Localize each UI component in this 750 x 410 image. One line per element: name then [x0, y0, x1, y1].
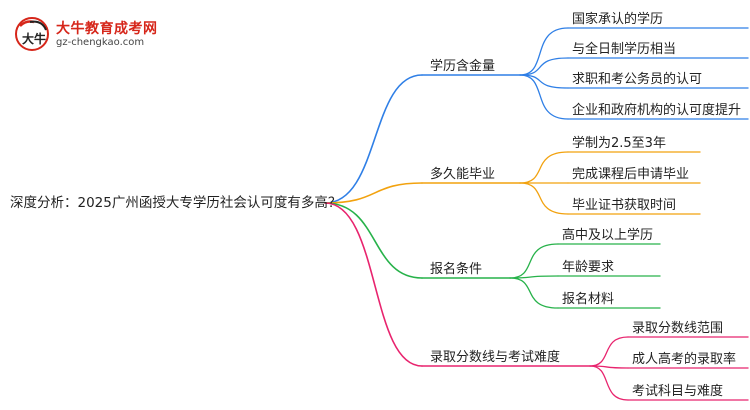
- leaf-0-1: 与全日制学历相当: [572, 42, 677, 57]
- logo-mark-icon: 大牛: [15, 17, 49, 51]
- leaf-connector-3-0: [589, 336, 629, 367]
- leaf-connector-2-1: [509, 275, 559, 279]
- leaf-connector-3-2: [589, 365, 629, 401]
- leaf-0-2: 求职和考公务员的认可: [572, 72, 703, 87]
- site-logo[interactable]: 大牛 大牛教育成考网 gz-chengkao.com: [14, 16, 174, 52]
- branch-label-0: 学历含金量: [430, 59, 496, 74]
- leaf-0-3: 企业和政府机构的认可度提升: [572, 103, 742, 118]
- leaf-0-0: 国家承认的学历: [572, 12, 664, 27]
- branch-connector-3: [324, 202, 423, 367]
- leaf-connector-2-0: [509, 243, 559, 279]
- leaf-connector-0-1: [519, 57, 569, 76]
- logo-mark-text: 大牛: [22, 31, 46, 46]
- branch-connector-2: [324, 202, 423, 279]
- branch-label-3: 录取分数线与考试难度: [430, 350, 561, 365]
- leaf-1-2: 毕业证书获取时间: [572, 198, 677, 213]
- leaf-connector-0-0: [519, 27, 569, 76]
- leaf-connector-2-2: [509, 277, 559, 309]
- leaf-connector-1-0: [519, 151, 569, 184]
- leaf-1-1: 完成课程后申请毕业: [572, 167, 690, 182]
- branch-connector-1: [324, 182, 423, 204]
- branch-label-1: 多久能毕业: [430, 167, 496, 182]
- leaf-3-2: 考试科目与难度: [632, 384, 724, 399]
- leaf-2-2: 报名材料: [562, 292, 615, 307]
- leaf-3-0: 录取分数线范围: [632, 321, 724, 336]
- leaf-connector-1-2: [519, 182, 569, 215]
- leaf-3-1: 成人高考的录取率: [632, 352, 737, 367]
- leaf-1-0: 学制为2.5至3年: [572, 136, 666, 151]
- branch-connector-0: [324, 74, 423, 204]
- logo-url: gz-chengkao.com: [56, 37, 145, 48]
- logo-title: 大牛教育成考网: [56, 21, 158, 37]
- leaf-2-1: 年龄要求: [562, 260, 615, 275]
- branch-label-2: 报名条件: [430, 262, 483, 277]
- root-topic: 深度分析：2025广州函授大专学历社会认可度有多高？: [10, 195, 342, 211]
- leaf-connector-0-3: [519, 74, 569, 120]
- leaf-2-0: 高中及以上学历: [562, 228, 654, 243]
- leaf-connector-0-2: [519, 74, 569, 89]
